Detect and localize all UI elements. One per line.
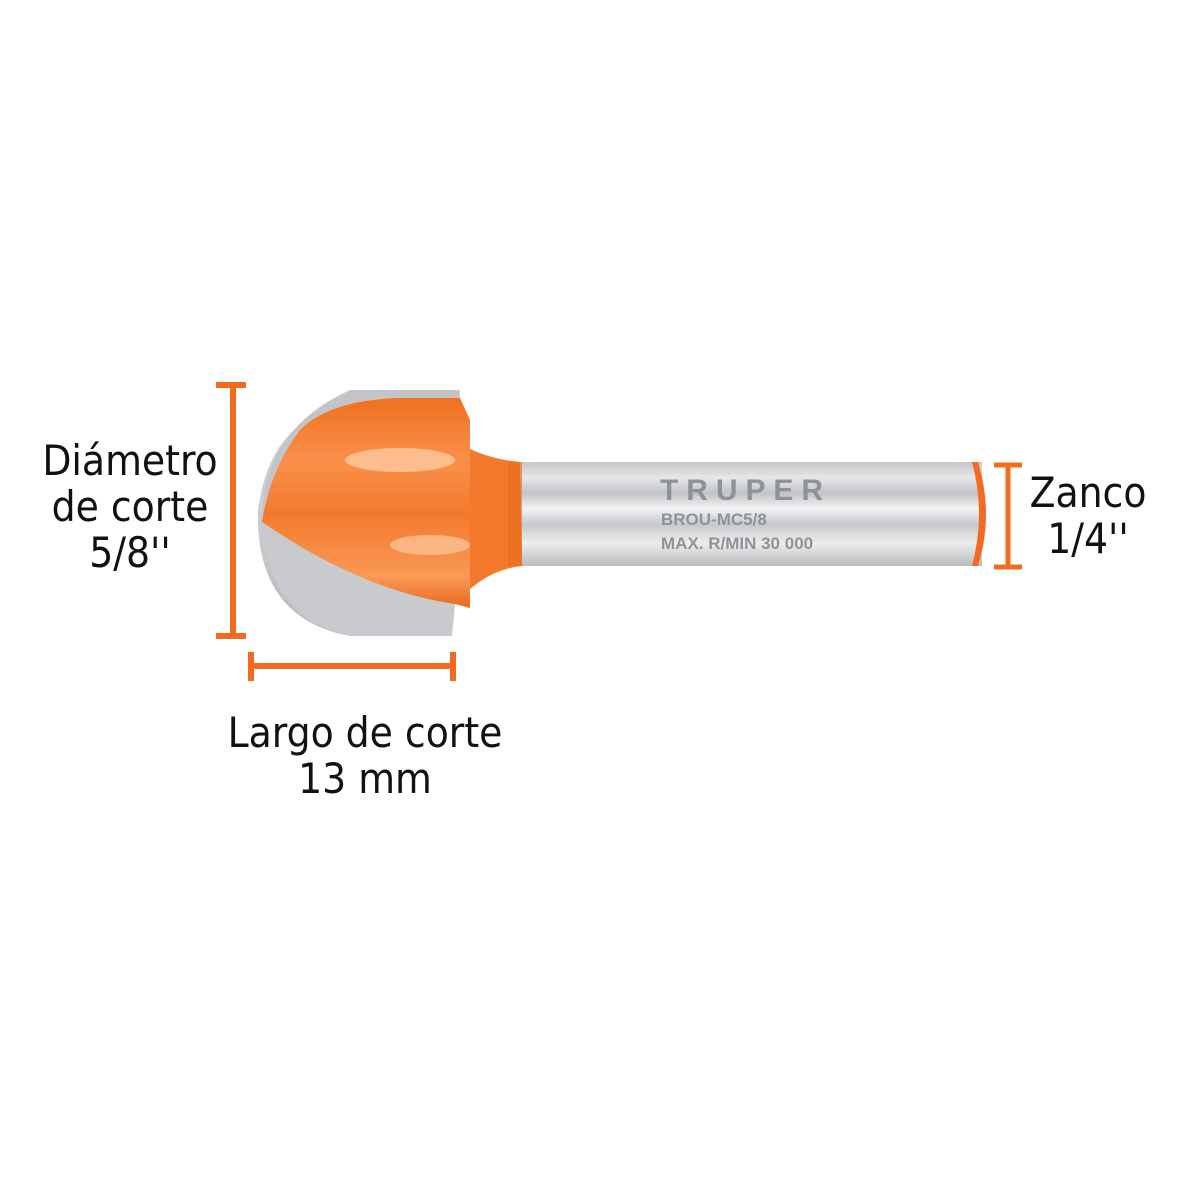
cut-diameter-value: 5/8'' [89, 528, 171, 577]
cut-length-title: Largo de corte [227, 708, 503, 757]
cutter-head [258, 388, 470, 636]
cut-diameter-title-2: de corte [51, 482, 209, 531]
shank-value: 1/4'' [1047, 514, 1129, 563]
cut-diameter-label: Diámetro de corte 5/8'' [30, 438, 230, 576]
shank-label: Zanco 1/4'' [1018, 470, 1158, 562]
cut-diameter-title-1: Diámetro [42, 436, 218, 485]
shank: TRUPER BROU-MC5/8 MAX. R/MIN 30 000 [512, 462, 986, 566]
diameter-dimension-line [216, 382, 246, 639]
model-engraving: BROU-MC5/8 [661, 510, 767, 529]
speed-engraving: MAX. R/MIN 30 000 [661, 534, 813, 553]
shank-title: Zanco [1029, 468, 1147, 517]
cut-length-label: Largo de corte 13 mm [200, 710, 530, 802]
shank-dimension-line [994, 462, 1022, 570]
cut-length-value: 13 mm [298, 754, 432, 803]
length-dimension-line [248, 652, 456, 681]
